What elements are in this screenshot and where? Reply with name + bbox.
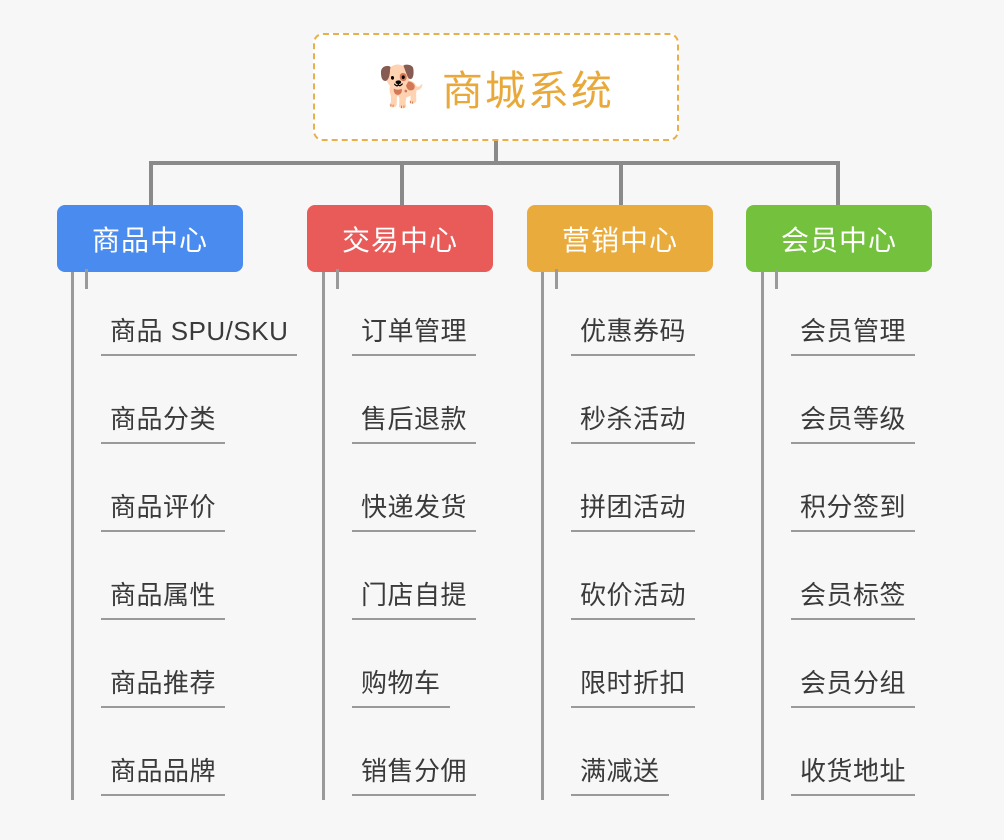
leaf-item-label: 商品 SPU/SKU <box>101 311 298 356</box>
leaf-item[interactable]: 收货地址 <box>761 712 916 800</box>
leaf-item[interactable]: 购物车 <box>322 624 476 712</box>
leaf-item[interactable]: 会员标签 <box>761 536 916 624</box>
leaf-item[interactable]: 拼团活动 <box>541 448 696 536</box>
leaf-item-label: 砍价活动 <box>571 575 696 620</box>
leaf-item[interactable]: 商品品牌 <box>71 712 297 800</box>
leaf-item-label: 会员等级 <box>791 399 916 444</box>
leaf-item[interactable]: 商品推荐 <box>71 624 297 712</box>
category-header-label: 营销中心 <box>561 224 678 256</box>
leaf-item[interactable]: 商品 SPU/SKU <box>71 272 298 360</box>
category-header-member-center[interactable]: 会员中心 <box>746 205 932 272</box>
leaf-item[interactable]: 商品评价 <box>71 448 297 536</box>
leaf-item[interactable]: 砍价活动 <box>541 536 696 624</box>
leaf-item-label: 售后退款 <box>352 399 477 444</box>
category-header-label: 交易中心 <box>341 224 458 256</box>
leaf-item-label: 快递发货 <box>352 487 477 532</box>
connector-header-to-spine-trade-center <box>336 269 339 289</box>
connector-drop-product-center <box>149 161 153 205</box>
leaf-column-product-center: 商品 SPU/SKU 商品分类商品评价商品属性商品推荐商品品牌 <box>71 269 298 800</box>
leaf-item-label: 商品属性 <box>101 575 226 620</box>
leaf-item-label: 会员分组 <box>791 663 916 708</box>
connector-header-to-spine-product-center <box>85 269 88 289</box>
leaf-item[interactable]: 秒杀活动 <box>541 360 696 448</box>
category-header-label: 商品中心 <box>91 224 208 256</box>
leaf-item[interactable]: 会员分组 <box>761 624 916 712</box>
leaf-item-label: 商品评价 <box>101 487 226 532</box>
connector-drop-trade-center <box>400 161 404 205</box>
leaf-column-member-center: 会员管理会员等级积分签到会员标签会员分组收货地址 <box>761 269 916 800</box>
leaf-item-label: 门店自提 <box>352 575 477 620</box>
root-node-title: 商城系统 <box>441 68 614 114</box>
leaf-item-label: 会员管理 <box>791 311 916 356</box>
leaf-item-label: 秒杀活动 <box>571 399 696 444</box>
leaf-item-label: 订单管理 <box>352 311 477 356</box>
leaf-item-label: 销售分佣 <box>352 751 477 796</box>
leaf-item[interactable]: 优惠券码 <box>541 272 696 360</box>
leaf-item[interactable]: 限时折扣 <box>541 624 696 712</box>
leaf-item[interactable]: 订单管理 <box>322 272 477 360</box>
connector-header-to-spine-marketing-center <box>555 269 558 289</box>
leaf-item[interactable]: 满减送 <box>541 712 695 800</box>
leaf-item-label: 限时折扣 <box>571 663 696 708</box>
leaf-item-label: 积分签到 <box>791 487 916 532</box>
connector-drop-marketing-center <box>619 161 623 205</box>
leaf-column-marketing-center: 优惠券码秒杀活动拼团活动砍价活动限时折扣满减送 <box>541 269 696 800</box>
leaf-item[interactable]: 快递发货 <box>322 448 477 536</box>
category-header-marketing-center[interactable]: 营销中心 <box>527 205 713 272</box>
leaf-item[interactable]: 商品属性 <box>71 536 297 624</box>
leaf-item-label: 商品分类 <box>101 399 226 444</box>
connector-spine-trade-center <box>322 272 325 800</box>
connector-horizontal-bar <box>149 161 839 165</box>
leaf-item[interactable]: 会员管理 <box>761 272 916 360</box>
leaf-item-label: 收货地址 <box>791 751 916 796</box>
root-node[interactable]: 🐕 商城系统 <box>313 33 679 141</box>
leaf-item[interactable]: 会员等级 <box>761 360 916 448</box>
category-header-product-center[interactable]: 商品中心 <box>57 205 243 272</box>
leaf-column-trade-center: 订单管理售后退款快递发货门店自提购物车销售分佣 <box>322 269 477 800</box>
connector-spine-product-center <box>71 272 74 800</box>
shiba-dog-emoji-icon: 🐕 <box>378 65 428 109</box>
connector-header-to-spine-member-center <box>775 269 778 289</box>
leaf-item-label: 满减送 <box>571 751 669 796</box>
leaf-item[interactable]: 销售分佣 <box>322 712 477 800</box>
leaf-item[interactable]: 售后退款 <box>322 360 477 448</box>
category-header-trade-center[interactable]: 交易中心 <box>307 205 493 272</box>
leaf-item-label: 商品品牌 <box>101 751 226 796</box>
leaf-item[interactable]: 门店自提 <box>322 536 477 624</box>
connector-drop-member-center <box>836 161 840 205</box>
leaf-item[interactable]: 商品分类 <box>71 360 297 448</box>
leaf-item-label: 拼团活动 <box>571 487 696 532</box>
leaf-item-label: 优惠券码 <box>571 311 696 356</box>
leaf-item-label: 购物车 <box>352 663 450 708</box>
connector-root-stem <box>494 141 498 164</box>
connector-spine-member-center <box>761 272 764 800</box>
leaf-item-label: 会员标签 <box>791 575 916 620</box>
connector-spine-marketing-center <box>541 272 544 800</box>
leaf-item[interactable]: 积分签到 <box>761 448 916 536</box>
leaf-item-label: 商品推荐 <box>101 663 226 708</box>
category-header-label: 会员中心 <box>780 224 897 256</box>
